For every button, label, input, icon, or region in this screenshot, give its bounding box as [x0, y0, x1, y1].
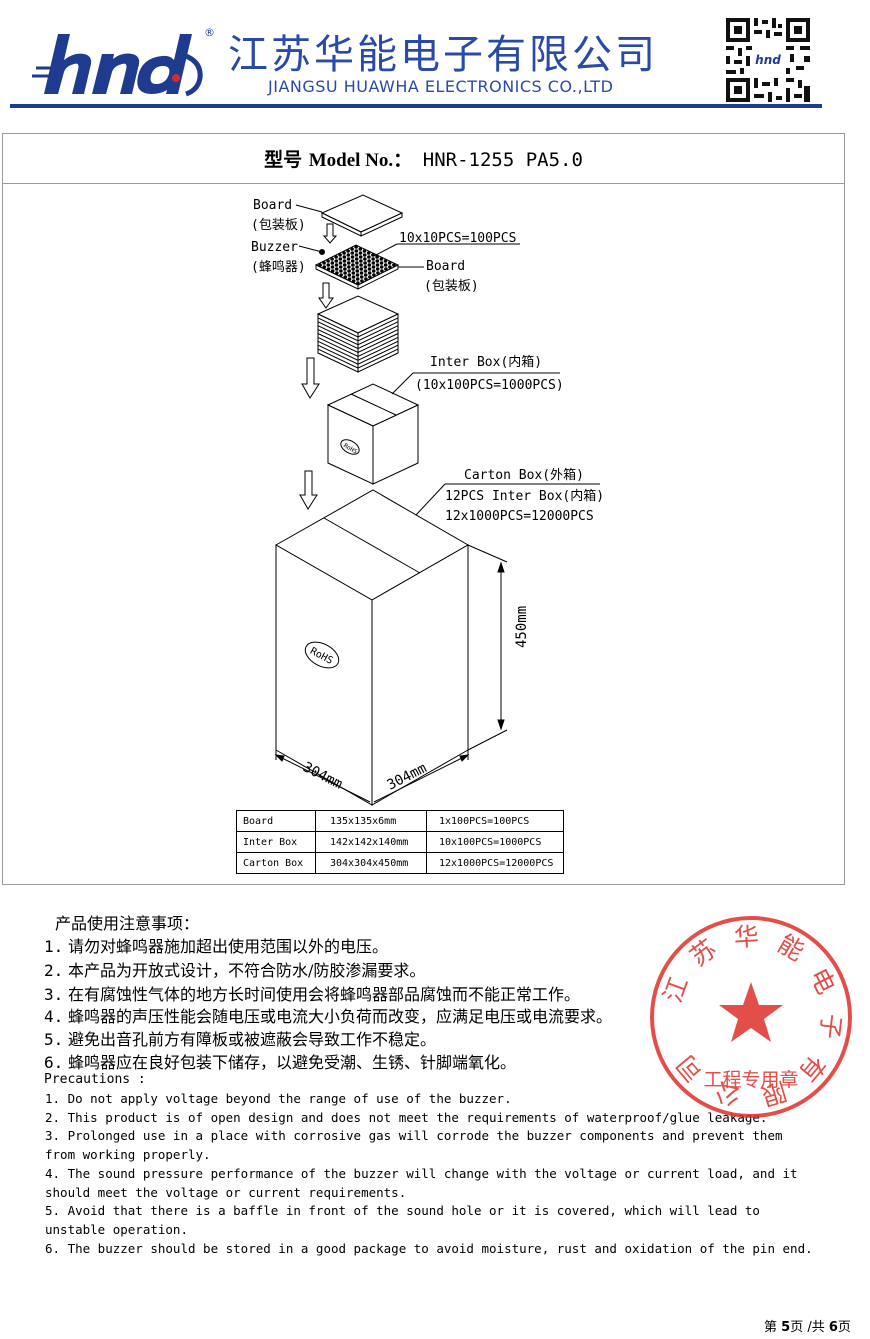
- stamp-bottom-text: 工程专用章: [703, 1069, 798, 1091]
- model-label-cn: 型号: [264, 149, 303, 171]
- stamp-ring-char: 子: [815, 1012, 847, 1040]
- cell-qty: 10x100PCS=1000PCS: [426, 831, 564, 853]
- inter-box-label: Inter Box(内箱): [430, 354, 542, 370]
- arrow-down-icon: [322, 223, 338, 244]
- board2-label: Board: [426, 259, 465, 274]
- precaution-item: 5. Avoid that there is a baffle in front…: [45, 1203, 760, 1237]
- buzzer-board: [314, 244, 400, 290]
- buzzer-label: Buzzer: [251, 240, 298, 255]
- table-row: Board 135x135x6mm 1x100PCS=100PCS: [236, 810, 564, 832]
- cell-size: 135x135x6mm: [315, 810, 427, 832]
- cell-size: 142x142x140mm: [315, 831, 427, 853]
- notes-heading: 产品使用注意事项：: [55, 914, 200, 933]
- height-dim-label: 450mm: [514, 606, 530, 648]
- carton-label: Carton Box(外箱): [464, 467, 584, 483]
- cell-name: Board: [236, 810, 316, 832]
- precaution-item: 2. This product is of open design and do…: [45, 1110, 768, 1125]
- page-footer: 第 5页 /共 6页: [764, 1320, 851, 1335]
- note-cn: 4.蜂鸣器的声压性能会随电压或电流大小负荷而改变，应满足电压或电流要求。: [44, 1007, 613, 1026]
- header-rule: [10, 104, 822, 108]
- cell-qty: 12x1000PCS=12000PCS: [426, 852, 564, 874]
- carton-inner: 12PCS Inter Box(内箱): [445, 488, 604, 504]
- model-title: 型号 Model No.： HNR-1255 PA5.0: [0, 145, 847, 172]
- company-logo: [32, 34, 203, 97]
- cell-qty: 1x100PCS=100PCS: [426, 810, 564, 832]
- precaution-item: 6. The buzzer should be stored in a good…: [45, 1241, 813, 1256]
- board2-label-cn: (包装板): [424, 279, 479, 294]
- note-cn: 5.避免出音孔前方有障板或被遮蔽会导致工作不稳定。: [44, 1030, 437, 1049]
- qr-code: hnd: [724, 16, 812, 104]
- drawing-frame: [2, 133, 845, 885]
- table-row: Carton Box 304x304x450mm 12x1000PCS=1200…: [236, 852, 564, 874]
- carton-box: RoHS: [274, 489, 470, 806]
- star-icon: [719, 982, 783, 1042]
- board-label-cn: (包装板): [251, 218, 306, 233]
- page-number: 5: [781, 1320, 791, 1335]
- cell-size: 304x304x450mm: [315, 852, 427, 874]
- cell-name: Carton Box: [236, 852, 316, 874]
- precaution-item: 1. Do not apply voltage beyond the range…: [45, 1091, 512, 1106]
- stamp-ring-char: 江: [658, 973, 694, 1006]
- precaution-item: 4. The sound pressure performance of the…: [45, 1166, 798, 1200]
- precaution-item: 3. Prolonged use in a place with corrosi…: [45, 1128, 783, 1162]
- registered-mark: ®: [204, 26, 215, 39]
- qr-logo: hnd: [755, 53, 781, 67]
- note-cn: 2.本产品为开放式设计，不符合防水/防胶渗漏要求。: [44, 961, 426, 980]
- note-cn: 1.请勿对蜂鸣器施加超出使用范围以外的电压。: [44, 937, 389, 956]
- carton-qty: 12x1000PCS=12000PCS: [445, 509, 594, 524]
- model-number: HNR-1255 PA5.0: [422, 149, 583, 171]
- arrow-down-icon: [299, 470, 318, 510]
- stacked-boards: [316, 295, 400, 373]
- table-row: Inter Box 142x142x140mm 10x100PCS=1000PC…: [236, 831, 564, 853]
- arrow-down-icon: [318, 282, 334, 309]
- company-seal: 江苏华能电子有限公司 工程专用章: [650, 916, 852, 1118]
- note-cn: 3.在有腐蚀性气体的地方长时间使用会将蜂鸣器部品腐蚀而不能正常工作。: [44, 985, 581, 1004]
- inter-box: RoHS: [326, 383, 420, 485]
- model-label-en: Model No.：: [308, 150, 413, 171]
- page-total: 6: [828, 1320, 838, 1335]
- top-board: [320, 194, 404, 237]
- spec-table: Board 135x135x6mm 1x100PCS=100PCS Inter …: [236, 810, 564, 874]
- arrow-down-icon: [301, 357, 320, 399]
- company-name-en: JIANGSU HUAWHA ELECTRONICS CO.,LTD: [268, 77, 614, 96]
- cell-name: Inter Box: [236, 831, 316, 853]
- height-dimension: 450mm: [467, 544, 530, 751]
- note-cn: 6.蜂鸣器应在良好包装下储存，以避免受潮、生锈、针脚端氧化。: [44, 1053, 517, 1072]
- title-divider: [2, 183, 845, 184]
- precautions-heading: Precautions :: [44, 1072, 146, 1087]
- packaging-diagram: Board (包装板) Buzzer (蜂鸣器) 10x10PCS=100PCS…: [251, 194, 604, 806]
- stamp-ring-char: 华: [733, 922, 760, 952]
- company-name-cn: 江苏华能电子有限公司: [228, 32, 658, 78]
- buzzer-label-cn: (蜂鸣器): [251, 259, 306, 275]
- inter-box-qty: (10x100PCS=1000PCS): [415, 378, 564, 393]
- board-label: Board: [253, 198, 292, 213]
- per-board-label: 10x10PCS=100PCS: [399, 231, 516, 246]
